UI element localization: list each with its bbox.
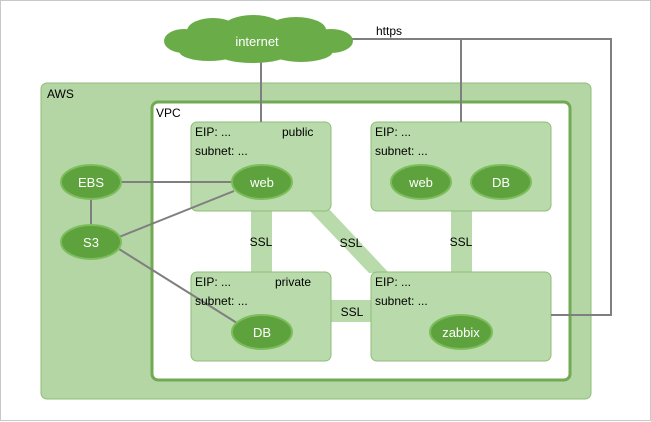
node-zabbix[interactable]: zabbix	[429, 314, 493, 350]
private-eip: EIP: ...	[195, 275, 231, 289]
ssl-band-righttop-monitor	[451, 210, 472, 273]
node-zabbix-label: zabbix	[442, 325, 480, 340]
public-subnet: subnet: ...	[195, 144, 248, 158]
monitor-eip: EIP: ...	[375, 275, 411, 289]
private-tag: private	[275, 275, 311, 289]
internet-label: internet	[235, 34, 279, 49]
ssl-label-public-monitor: SSL	[340, 236, 363, 250]
aws-label: AWS	[47, 87, 74, 101]
public-tag: public	[282, 125, 313, 139]
line-s3-web	[118, 190, 235, 238]
internet-cloud	[164, 15, 353, 63]
node-righttop-db-label: DB	[492, 175, 510, 190]
node-ebs-label: EBS	[78, 175, 104, 190]
righttop-eip: EIP: ...	[375, 125, 411, 139]
righttop-subnet: subnet: ...	[375, 144, 428, 158]
node-private-db-label: DB	[253, 325, 271, 340]
ssl-label-righttop-monitor: SSL	[450, 235, 473, 249]
node-righttop-web[interactable]: web	[390, 164, 452, 200]
node-ebs[interactable]: EBS	[60, 164, 122, 200]
node-s3-label: S3	[83, 235, 99, 250]
vpc-label: VPC	[156, 106, 181, 120]
ssl-band-public-monitor	[309, 210, 389, 273]
private-subnet: subnet: ...	[195, 294, 248, 308]
public-eip: EIP: ...	[195, 125, 231, 139]
ssl-label-public-private: SSL	[250, 235, 273, 249]
monitor-subnet: subnet: ...	[375, 294, 428, 308]
node-public-web[interactable]: web	[231, 164, 293, 200]
node-righttop-db[interactable]: DB	[470, 164, 532, 200]
line-s3-db	[118, 248, 238, 324]
https-label: https	[376, 24, 402, 38]
node-private-db[interactable]: DB	[231, 314, 293, 350]
line-https-route	[338, 38, 612, 316]
ssl-band-private-monitor	[331, 300, 373, 322]
node-s3[interactable]: S3	[60, 224, 122, 260]
node-righttop-web-label: web	[408, 175, 433, 190]
node-public-web-label: web	[249, 175, 274, 190]
ssl-band-public-private	[251, 210, 272, 273]
ssl-label-private-monitor: SSL	[341, 305, 364, 319]
